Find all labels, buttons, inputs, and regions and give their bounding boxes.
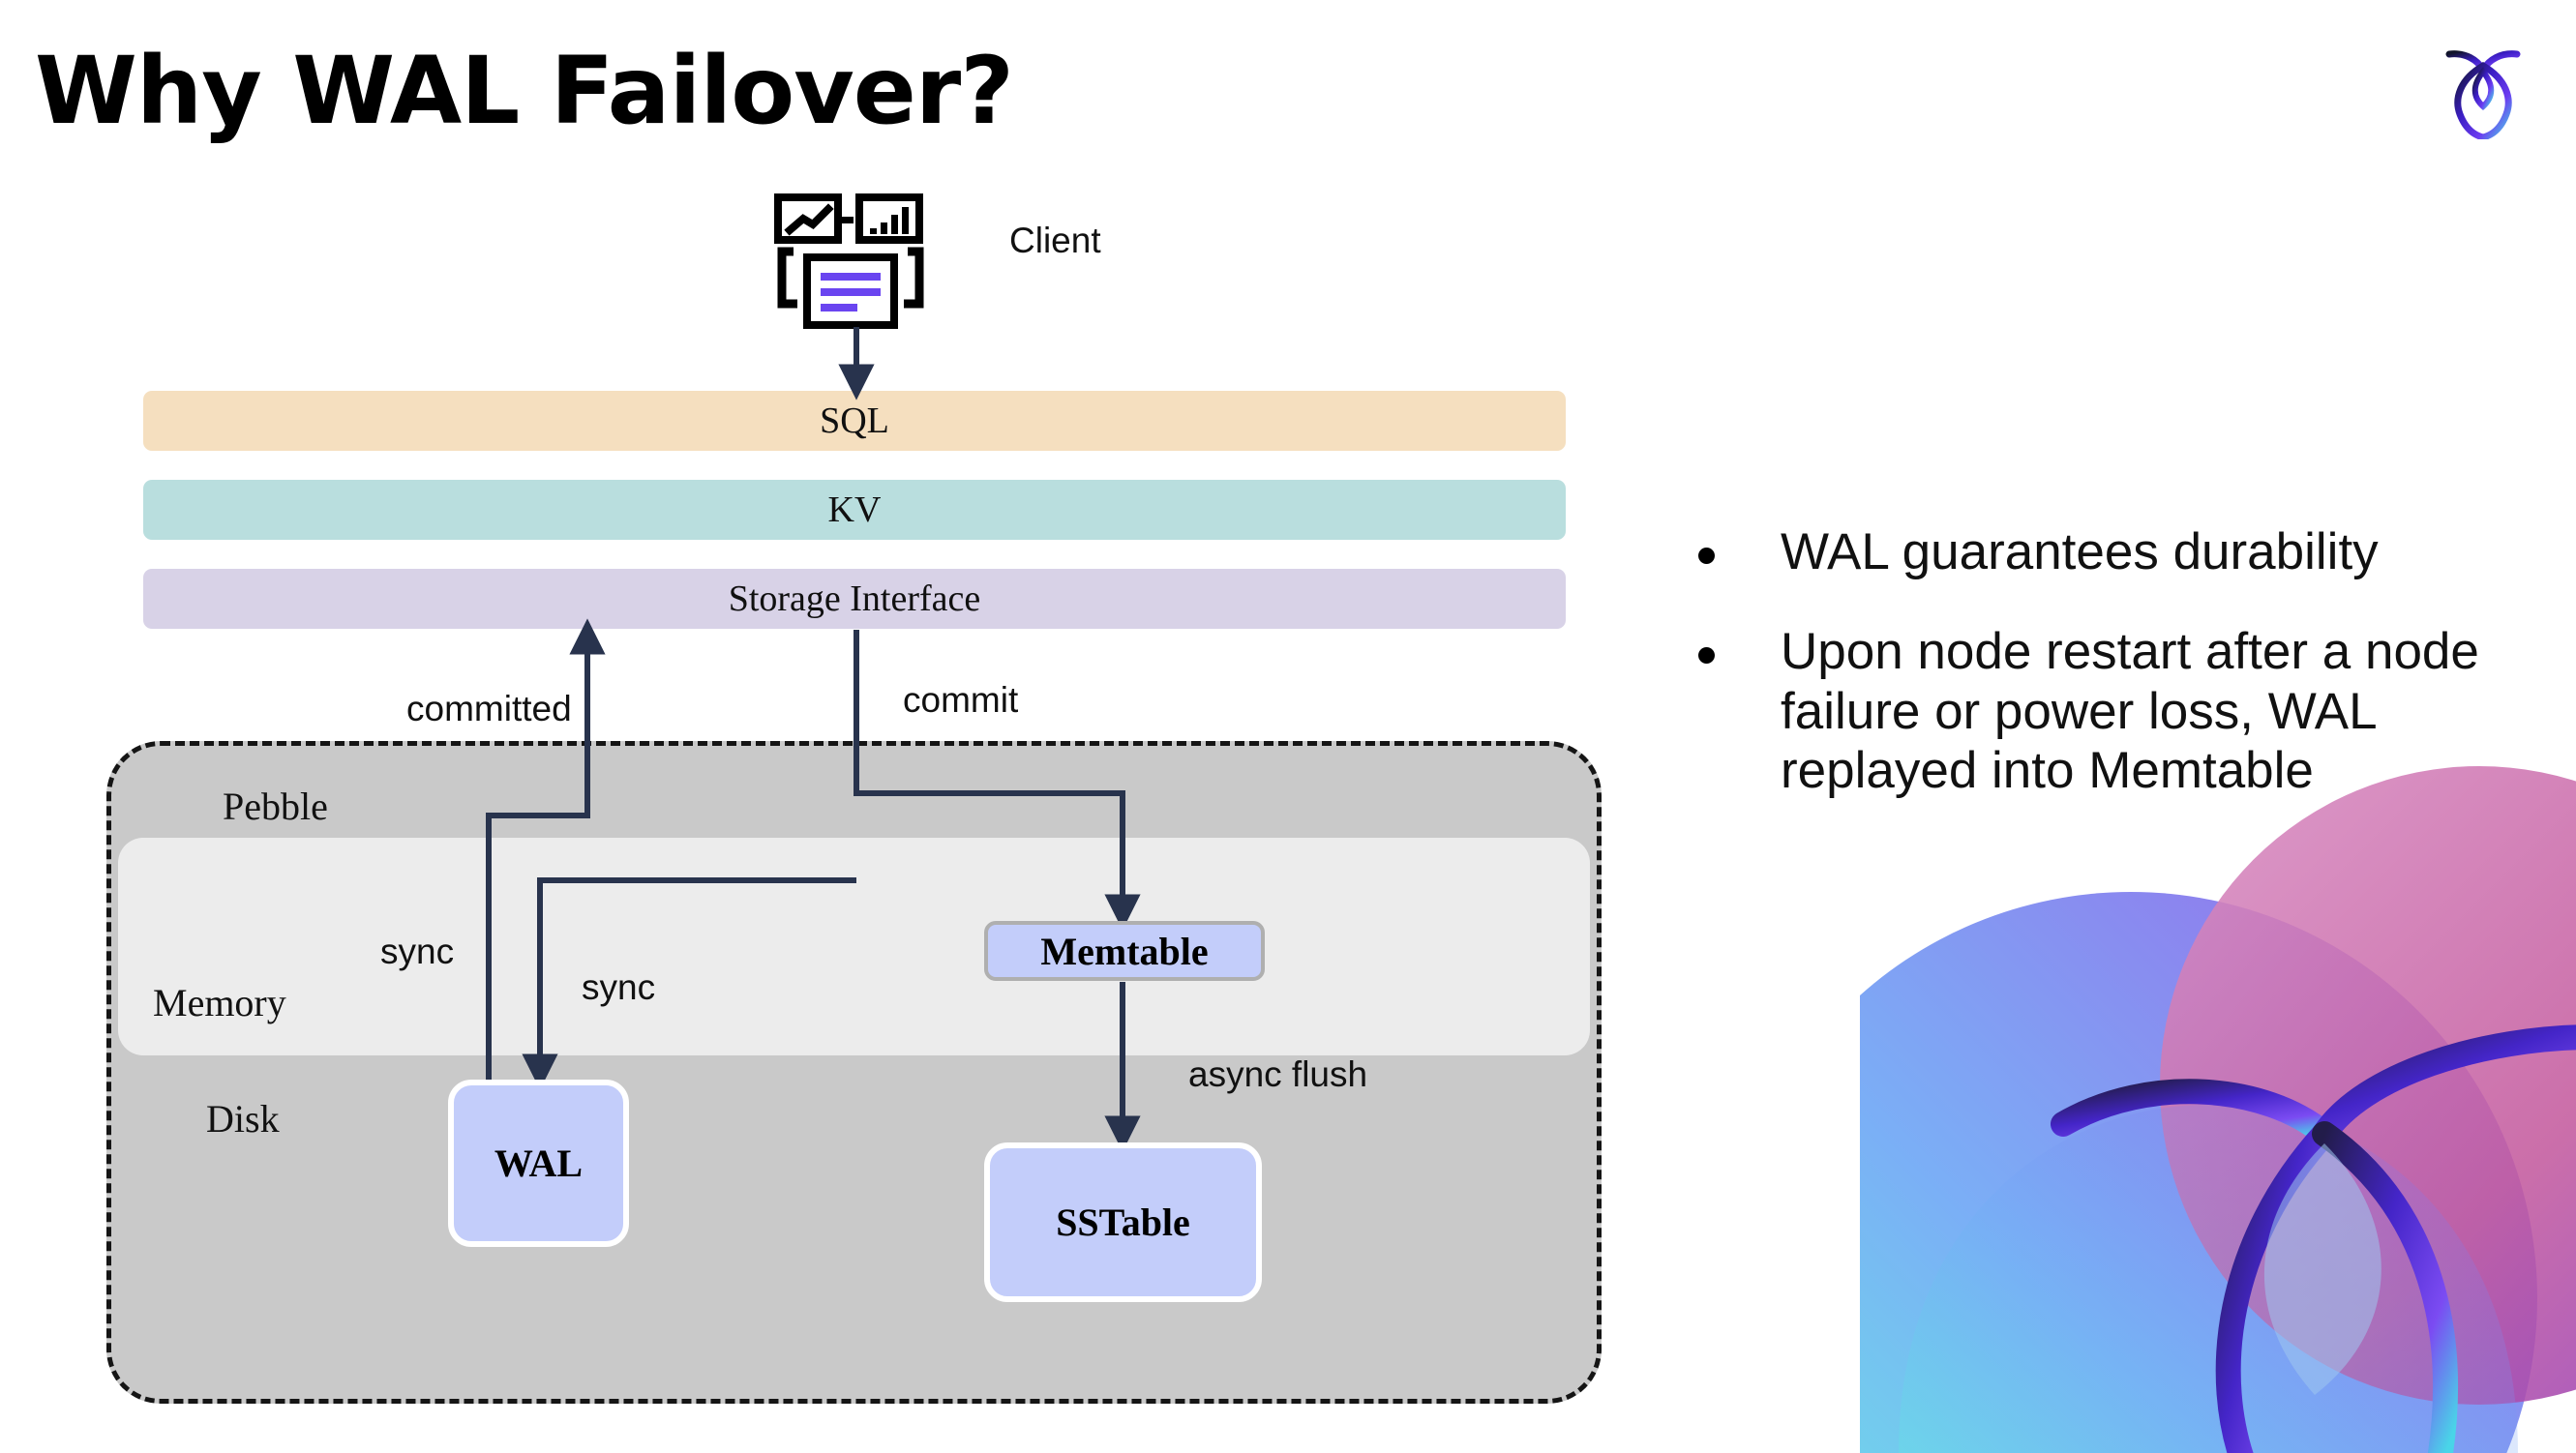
page-title: Why WAL Failover? bbox=[35, 37, 1014, 145]
pebble-label: Pebble bbox=[223, 785, 328, 828]
edge-label-sync-2: sync bbox=[582, 967, 656, 1007]
bullet-dot-icon bbox=[1698, 647, 1715, 665]
layer-bar-kv: KV bbox=[143, 480, 1566, 540]
memory-label: Memory bbox=[153, 981, 286, 1024]
disk-label: Disk bbox=[206, 1097, 280, 1141]
list-item: Upon node restart after a node failure o… bbox=[1698, 622, 2521, 800]
client-dashboard-icon bbox=[774, 193, 924, 329]
bullet-dot-icon bbox=[1698, 548, 1715, 564]
memory-region bbox=[118, 838, 1590, 1055]
node-memtable: Memtable bbox=[984, 921, 1265, 981]
cockroachdb-logo bbox=[2445, 50, 2521, 139]
node-wal: WAL bbox=[448, 1080, 629, 1247]
edge-label-commit: commit bbox=[903, 680, 1019, 720]
list-item: WAL guarantees durability bbox=[1698, 522, 2521, 581]
edge-label-sync-1: sync bbox=[380, 932, 455, 971]
bullet-list: WAL guarantees durability Upon node rest… bbox=[1698, 522, 2521, 842]
layer-bar-storage-interface: Storage Interface bbox=[143, 569, 1566, 629]
layer-bar-sql: SQL bbox=[143, 391, 1566, 451]
bullet-text: WAL guarantees durability bbox=[1781, 523, 2379, 580]
architecture-diagram: Client SQL KV Storage Interface Pebble M… bbox=[106, 193, 1602, 1404]
bullet-text: Upon node restart after a node failure o… bbox=[1781, 623, 2479, 800]
edge-label-async-flush: async flush bbox=[1188, 1054, 1368, 1094]
client-label: Client bbox=[1009, 221, 1101, 260]
edge-label-committed: committed bbox=[406, 689, 572, 728]
node-sstable: SSTable bbox=[984, 1142, 1262, 1302]
